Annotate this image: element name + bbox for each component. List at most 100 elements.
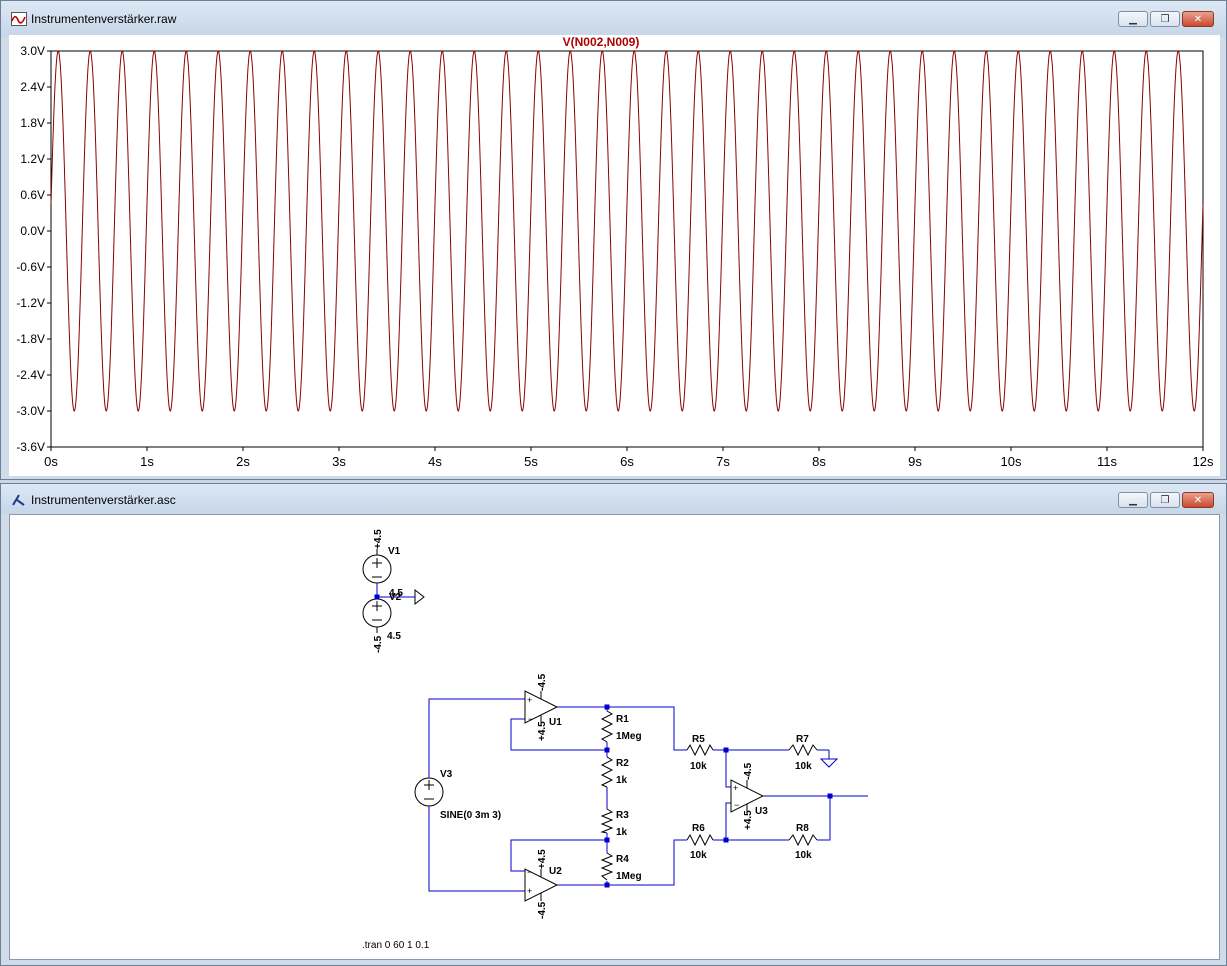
- r3-name: R3: [616, 810, 629, 821]
- voltage-source-v3[interactable]: [414, 777, 444, 807]
- opamp-u3[interactable]: [730, 779, 765, 813]
- u2-bottom-label: -4.5: [537, 901, 548, 919]
- minimize-button[interactable]: ▁: [1118, 492, 1148, 508]
- minimize-button[interactable]: ▁: [1118, 11, 1148, 27]
- y-tick-label: -1.8V: [16, 332, 45, 346]
- close-icon: ✕: [1193, 494, 1203, 506]
- r5-name: R5: [692, 734, 705, 745]
- r7-name: R7: [796, 734, 809, 745]
- u3-top-label: -4.5: [743, 762, 754, 780]
- x-tick-label: 7s: [716, 454, 730, 469]
- y-tick-label: 3.0V: [20, 44, 45, 58]
- v2-minus-label: -4.5: [373, 635, 384, 653]
- u1-top-label: -4.5: [537, 673, 548, 691]
- x-tick-label: 0s: [44, 454, 58, 469]
- v1-name: V1: [388, 546, 401, 557]
- r8-name: R8: [796, 823, 809, 834]
- y-tick-label: -3.0V: [16, 404, 45, 418]
- svg-text:+: +: [527, 886, 532, 896]
- opamp-u2[interactable]: [524, 868, 559, 902]
- r7-value: 10k: [795, 761, 812, 772]
- u3-bottom-label: +4.5: [743, 810, 754, 830]
- r6-name: R6: [692, 823, 705, 834]
- close-icon: ✕: [1193, 13, 1203, 25]
- resistor-r1[interactable]: [600, 710, 614, 743]
- resistor-r7[interactable]: [788, 743, 818, 757]
- schematic-titlebar[interactable]: Instrumentenverstärker.asc ▁ ❐ ✕: [1, 484, 1226, 514]
- svg-text:−: −: [734, 800, 739, 810]
- trace-label[interactable]: V(N002,N009): [563, 35, 640, 49]
- voltage-source-v2[interactable]: [362, 598, 392, 633]
- spice-directive[interactable]: .tran 0 60 1 0.1: [362, 940, 430, 951]
- minimize-icon: ▁: [1129, 494, 1137, 506]
- r2-name: R2: [616, 758, 629, 769]
- x-tick-label: 8s: [812, 454, 826, 469]
- y-tick-label: 2.4V: [20, 80, 45, 94]
- plot-frame: [50, 50, 1204, 448]
- resistor-r8[interactable]: [788, 833, 818, 847]
- r1-value: 1Meg: [616, 731, 642, 742]
- ground-symbol-supply: [414, 588, 425, 606]
- waveform-titlebar[interactable]: Instrumentenverstärker.raw ▁ ❐ ✕: [1, 1, 1226, 37]
- maximize-button[interactable]: ❐: [1150, 492, 1180, 508]
- v1-plus-label: +4.5: [373, 529, 384, 549]
- y-tick-label: 0.6V: [20, 188, 45, 202]
- v3-value: SINE(0 3m 3): [440, 810, 501, 821]
- x-tick-label: 10s: [1001, 454, 1022, 469]
- voltage-source-v1[interactable]: [362, 549, 392, 584]
- r2-value: 1k: [616, 775, 628, 786]
- r4-name: R4: [616, 854, 629, 865]
- circuit-wires: [428, 698, 868, 892]
- svg-text:−: −: [527, 867, 532, 877]
- waveform-plot[interactable]: V(N002,N009) 3.0V 2.4V 1.8V 1.2V 0.6V 0.0V -0.…: [9, 35, 1220, 476]
- junction-dots: [604, 704, 833, 888]
- resistor-r5[interactable]: [686, 743, 714, 757]
- resistor-r3[interactable]: [600, 808, 614, 834]
- close-button[interactable]: ✕: [1182, 492, 1214, 508]
- svg-text:+: +: [733, 783, 738, 793]
- svg-text:+: +: [527, 695, 532, 705]
- v2-name: V2: [389, 592, 402, 603]
- resistor-r2[interactable]: [600, 756, 614, 788]
- x-tick-label: 12s: [1193, 454, 1214, 469]
- r3-value: 1k: [616, 827, 628, 838]
- v1-value: 4.5: [389, 588, 403, 599]
- opamp-u1[interactable]: [524, 690, 559, 724]
- y-tick-label: -2.4V: [16, 368, 45, 382]
- x-tick-label: 6s: [620, 454, 634, 469]
- y-tick-label: 1.8V: [20, 116, 45, 130]
- waveform-icon: [11, 12, 27, 26]
- trace-line[interactable]: [50, 50, 1204, 412]
- r6-value: 10k: [690, 850, 707, 861]
- x-tick-label: 1s: [140, 454, 154, 469]
- minimize-icon: ▁: [1129, 13, 1137, 25]
- u3-name: U3: [755, 806, 768, 817]
- r4-value: 1Meg: [616, 871, 642, 882]
- x-tick-label: 11s: [1097, 454, 1117, 469]
- waveform-window-title: Instrumentenverstärker.raw: [31, 12, 177, 26]
- close-button[interactable]: ✕: [1182, 11, 1214, 27]
- x-tick-label: 4s: [428, 454, 442, 469]
- waveform-window: Instrumentenverstärker.raw ▁ ❐ ✕ V(N002,…: [0, 0, 1227, 480]
- r1-name: R1: [616, 714, 629, 725]
- resistor-r4[interactable]: [600, 852, 614, 881]
- u1-name: U1: [549, 717, 562, 728]
- schematic-drawing[interactable]: V1 4.5 V2 4.5 +4.5 -4.5 V3 SINE(0 3m 3) …: [10, 515, 1219, 959]
- y-tick-label: -1.2V: [16, 296, 45, 310]
- v3-name: V3: [440, 769, 453, 780]
- y-tick-label: -0.6V: [16, 260, 45, 274]
- svg-text:−: −: [528, 714, 533, 724]
- x-tick-label: 5s: [524, 454, 538, 469]
- maximize-icon: ❐: [1160, 13, 1170, 25]
- schematic-canvas[interactable]: V1 4.5 V2 4.5 +4.5 -4.5 V3 SINE(0 3m 3) …: [9, 514, 1220, 960]
- junction-dot: [374, 594, 380, 600]
- resistor-r6[interactable]: [686, 833, 714, 847]
- u1-bottom-label: +4.5: [537, 721, 548, 741]
- plot-area[interactable]: V(N002,N009) 3.0V 2.4V 1.8V 1.2V 0.6V 0.0V -0.…: [9, 35, 1220, 476]
- schematic-window: Instrumentenverstärker.asc ▁ ❐ ✕: [0, 483, 1227, 966]
- x-tick-label: 9s: [908, 454, 922, 469]
- maximize-button[interactable]: ❐: [1150, 11, 1180, 27]
- y-tick-label: 1.2V: [20, 152, 45, 166]
- y-tick-label: 0.0V: [20, 224, 45, 238]
- y-tick-label: -3.6V: [16, 440, 45, 454]
